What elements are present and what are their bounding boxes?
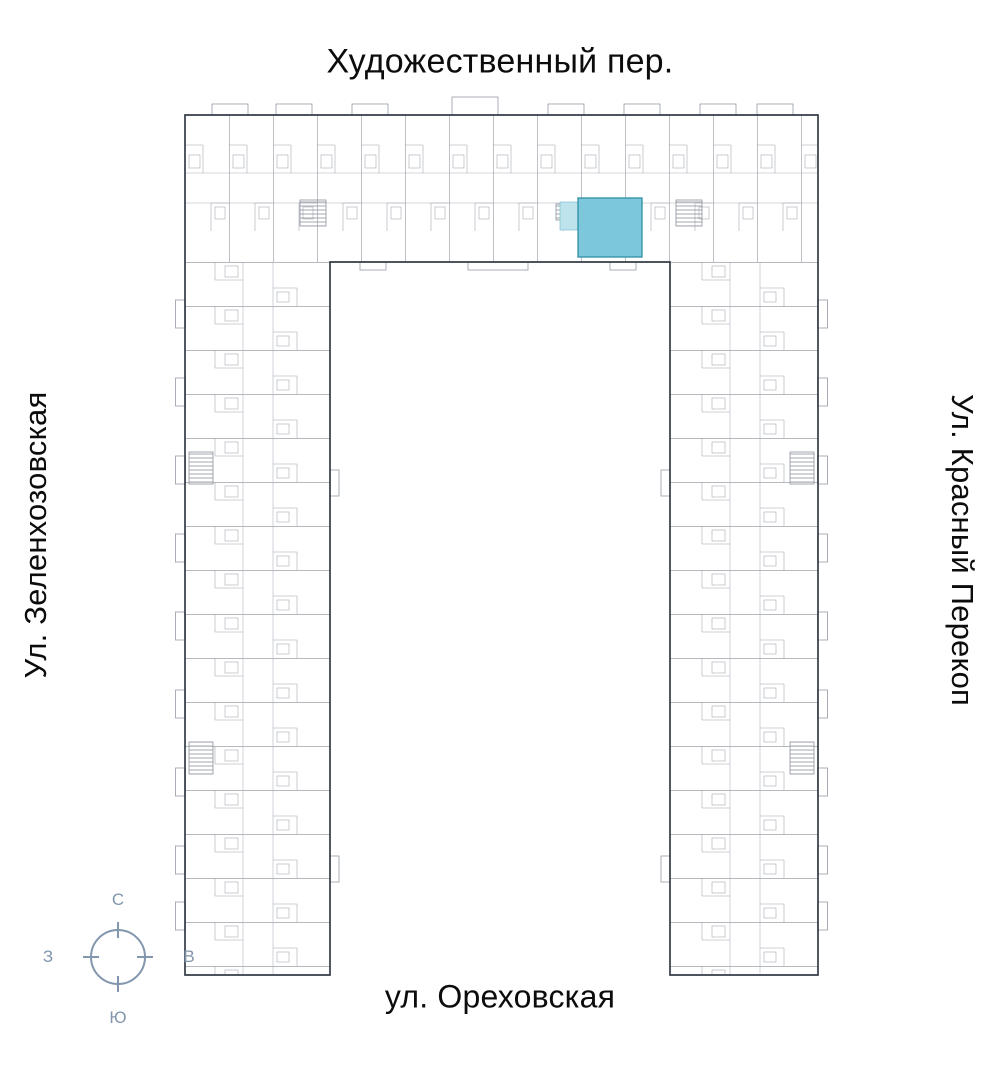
building-outline [184, 114, 819, 976]
entrance-tower [451, 96, 499, 116]
selected-unit[interactable] [577, 197, 643, 258]
left-wing-units [185, 262, 330, 975]
balconies-right [817, 299, 828, 931]
compass-north-label: С [111, 890, 125, 909]
balconies-top [211, 96, 794, 116]
courtyard-entrances [329, 261, 671, 883]
compass-east-label: В [183, 947, 195, 966]
balconies-left [175, 299, 186, 931]
stair-cores [188, 199, 815, 775]
compass-rose-icon [83, 922, 153, 992]
street-label-top: Художественный пер. [326, 42, 674, 81]
right-wing-units [670, 262, 818, 975]
top-bar-units [185, 115, 818, 262]
street-label-bottom: ул. Ореховская [384, 978, 616, 1015]
selected-unit-balcony [559, 201, 579, 231]
compass: С Ю З В [40, 888, 196, 1036]
compass-west-label: З [42, 947, 54, 966]
compass-south-label: Ю [109, 1008, 127, 1027]
